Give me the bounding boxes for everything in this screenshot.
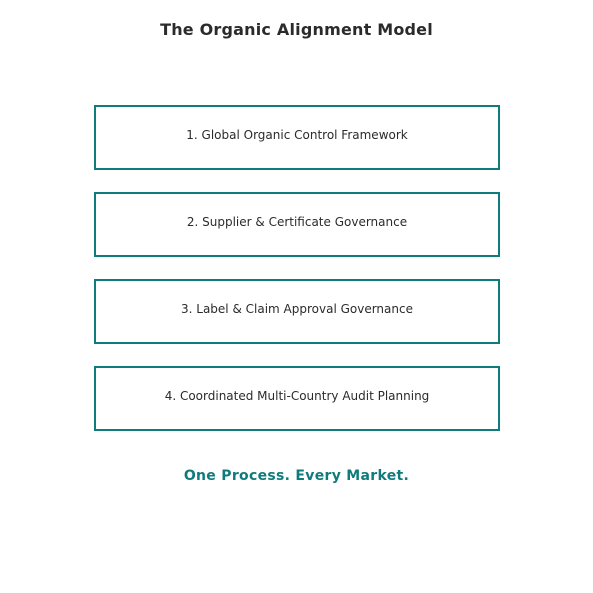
step-label-3: 3. Label & Claim Approval Governance <box>181 302 413 316</box>
step-box-2: 2. Supplier & Certificate Governance <box>94 192 500 257</box>
step-list: 1. Global Organic Control Framework 2. S… <box>94 105 500 453</box>
step-box-1: 1. Global Organic Control Framework <box>94 105 500 170</box>
step-label-2: 2. Supplier & Certificate Governance <box>186 215 408 229</box>
tagline: One Process. Every Market. <box>183 468 410 484</box>
step-label-1: 1. Global Organic Control Framework <box>186 128 408 142</box>
step-label-4: 4. Coordinated Multi-Country Audit Plann… <box>164 389 430 403</box>
diagram-title: The Organic Alignment Model <box>160 20 433 39</box>
step-box-4: 4. Coordinated Multi-Country Audit Plann… <box>94 366 500 431</box>
step-box-3: 3. Label & Claim Approval Governance <box>94 279 500 344</box>
